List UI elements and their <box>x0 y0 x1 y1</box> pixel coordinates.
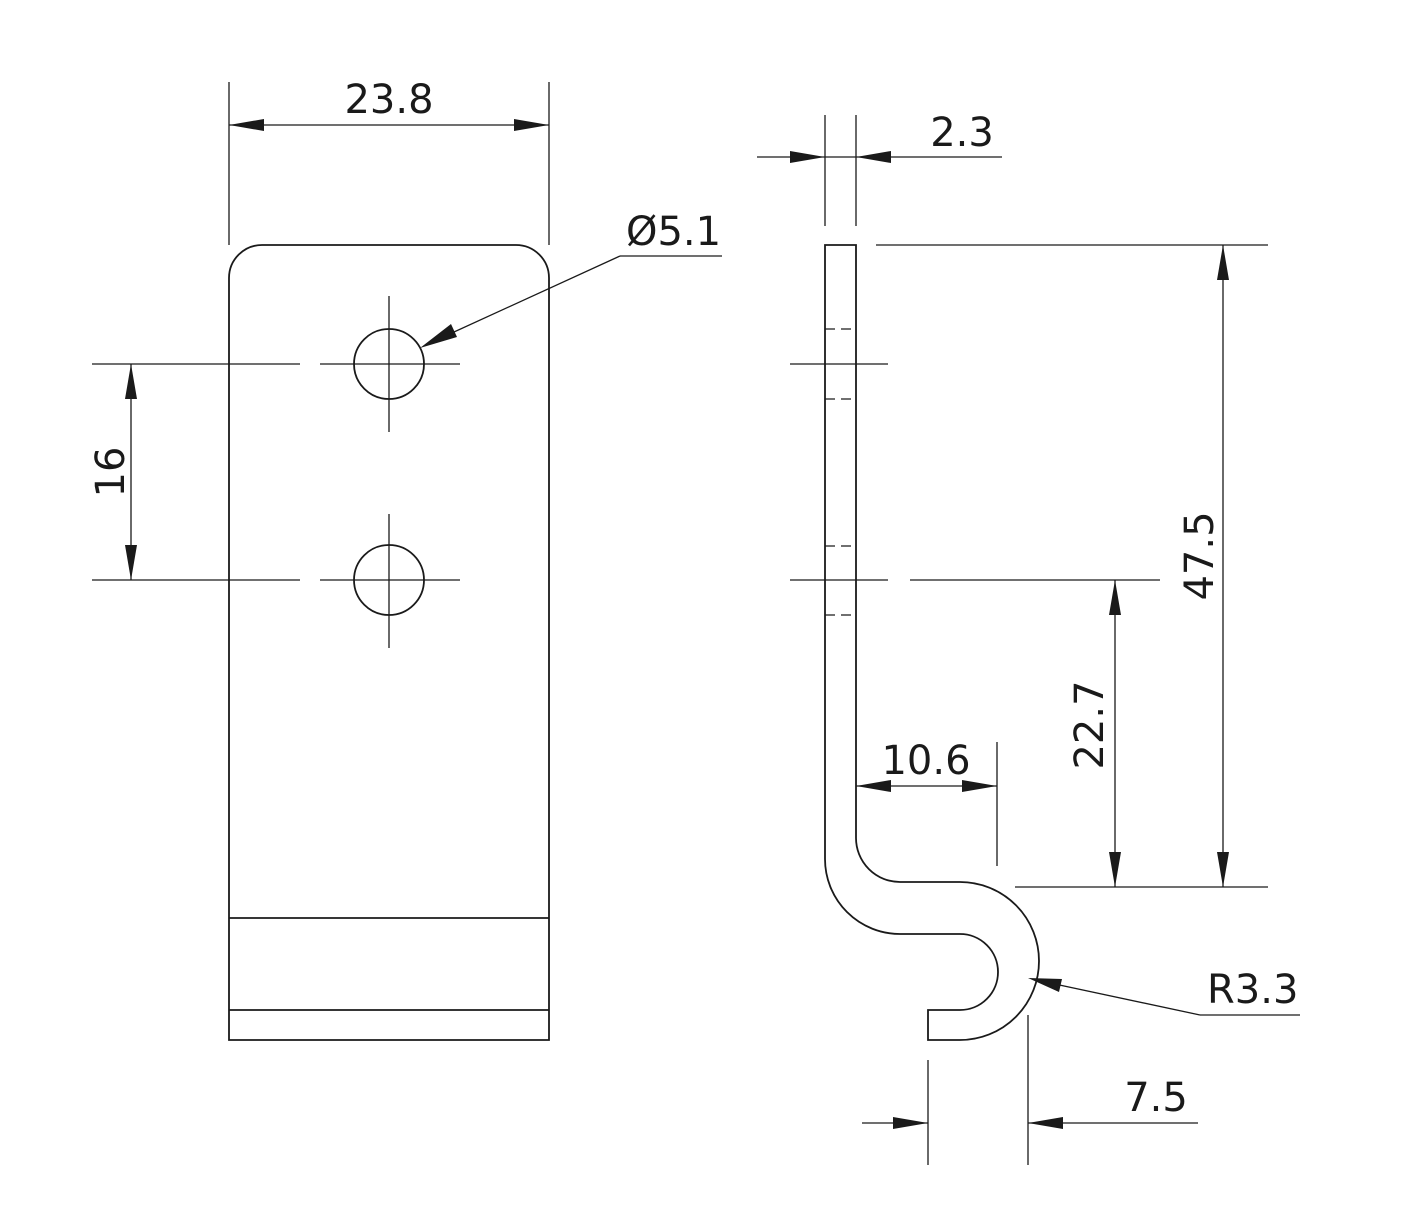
offset-dimension: 10.6 <box>856 738 998 866</box>
hole-spacing-label: 16 <box>88 447 134 498</box>
overall-height-label: 47.5 <box>1177 511 1223 600</box>
width-dimension-label: 23.8 <box>344 77 433 123</box>
width-dimension: 23.8 <box>228 77 550 245</box>
thickness-dimension: 2.3 <box>757 110 1002 226</box>
side-view: 2.3 47.5 22.7 10.6 <box>757 110 1300 1165</box>
plate-outline <box>228 244 550 1041</box>
bend-radius-label: R3.3 <box>1207 967 1298 1013</box>
lower-hole-height-label: 22.7 <box>1067 680 1113 769</box>
hole-spacing-dimension: 16 <box>88 364 137 580</box>
hole-diameter-label: Ø5.1 <box>626 209 721 255</box>
bend-radius-leader: R3.3 <box>1028 967 1300 1016</box>
lower-hole-height-dimension: 22.7 <box>910 579 1160 887</box>
overall-height-dimension: 47.5 <box>876 244 1268 888</box>
hook-profile <box>824 244 1040 1041</box>
hook-width-dimension: 7.5 <box>862 1015 1198 1165</box>
offset-label: 10.6 <box>881 738 970 784</box>
side-view-hidden-lines <box>790 328 888 616</box>
thickness-label: 2.3 <box>930 110 994 156</box>
front-view: 23.8 Ø5.1 16 <box>88 77 722 1041</box>
hook-width-label: 7.5 <box>1124 1075 1188 1121</box>
hole-diameter-leader: Ø5.1 <box>420 209 722 348</box>
hole-centerlines <box>92 296 460 648</box>
